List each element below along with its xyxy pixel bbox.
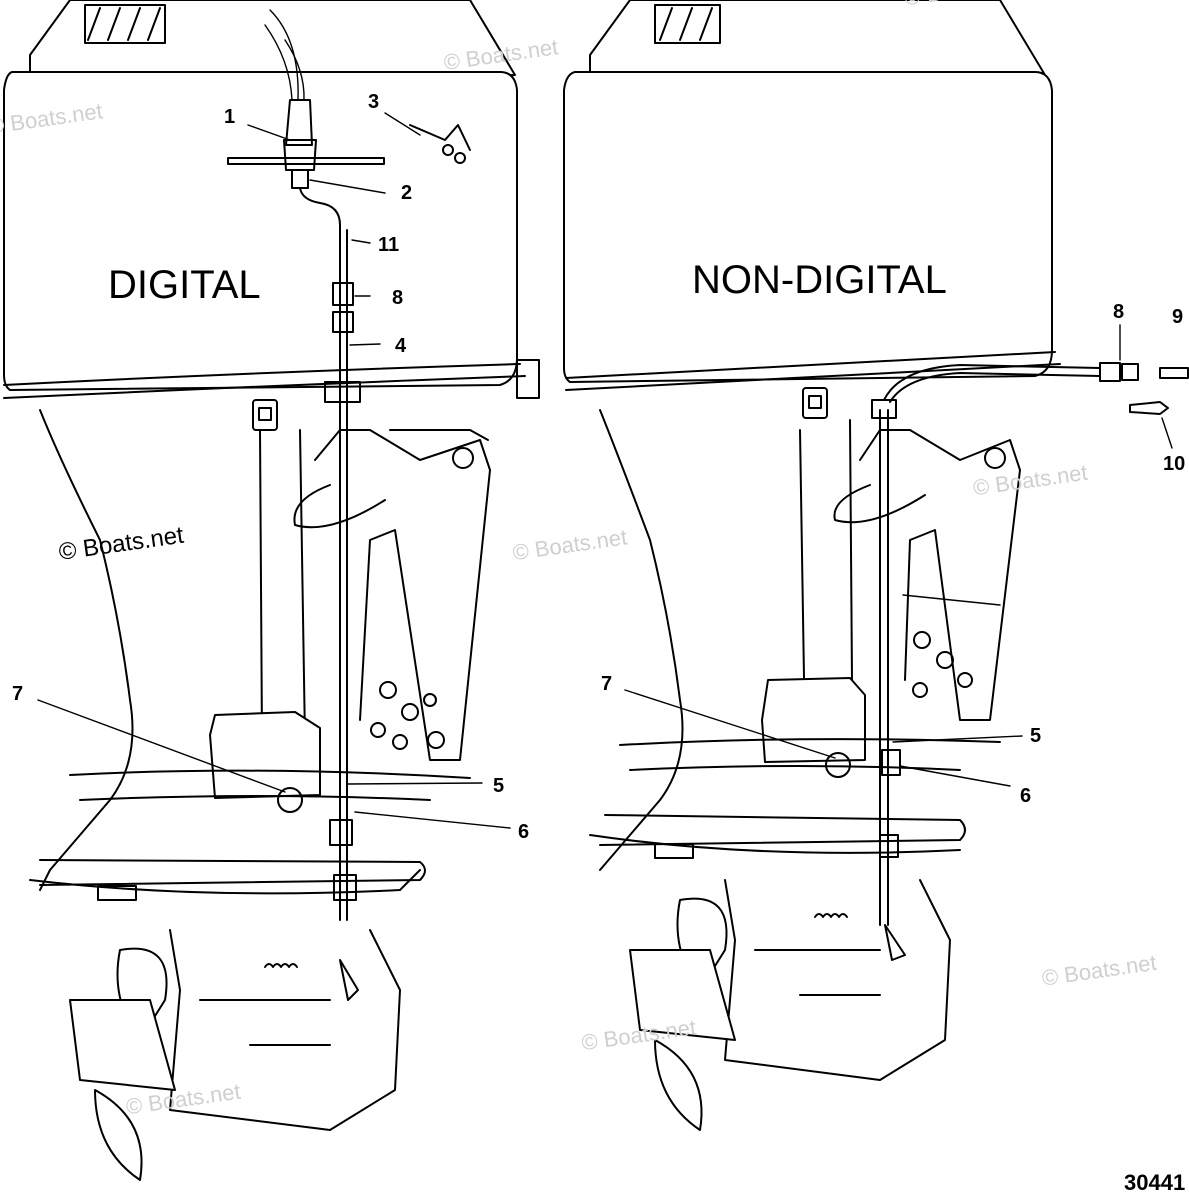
callout-9: 9: [1172, 306, 1183, 328]
figure-number: 30441: [1124, 1170, 1185, 1195]
watermark: © Boats.net: [511, 524, 629, 565]
callout-8: 8: [392, 287, 403, 309]
callout-7: 7: [12, 683, 23, 705]
callout-6: 6: [518, 821, 529, 843]
callout-10: 10: [1163, 453, 1185, 475]
non-digital-callouts: 8 9 10 7 5 6: [601, 301, 1185, 807]
panel-title-non-digital: NON-DIGITAL: [692, 258, 947, 302]
callout-1: 1: [224, 106, 235, 128]
panel-title-digital: DIGITAL: [108, 263, 261, 307]
cowl-vents: [84, 4, 166, 44]
watermark: © Boats.net: [1040, 950, 1158, 991]
cowl-vents: [654, 4, 721, 44]
callout-5: 5: [1030, 725, 1041, 747]
callout-11: 11: [378, 234, 399, 256]
callout-7: 7: [601, 673, 612, 695]
callout-5: 5: [493, 775, 504, 797]
callout-3: 3: [368, 91, 379, 113]
callout-4: 4: [395, 335, 407, 357]
callout-2: 2: [401, 182, 412, 204]
watermark: © Boats.net: [57, 522, 186, 566]
digital-outboard-motor: [3, 0, 540, 1181]
non-digital-outboard-motor: [563, 0, 1189, 1131]
digital-callouts: 1 2 3 11 8 4 7 5 6: [12, 91, 529, 843]
callout-6: 6: [1020, 785, 1031, 807]
callout-8: 8: [1113, 301, 1124, 323]
